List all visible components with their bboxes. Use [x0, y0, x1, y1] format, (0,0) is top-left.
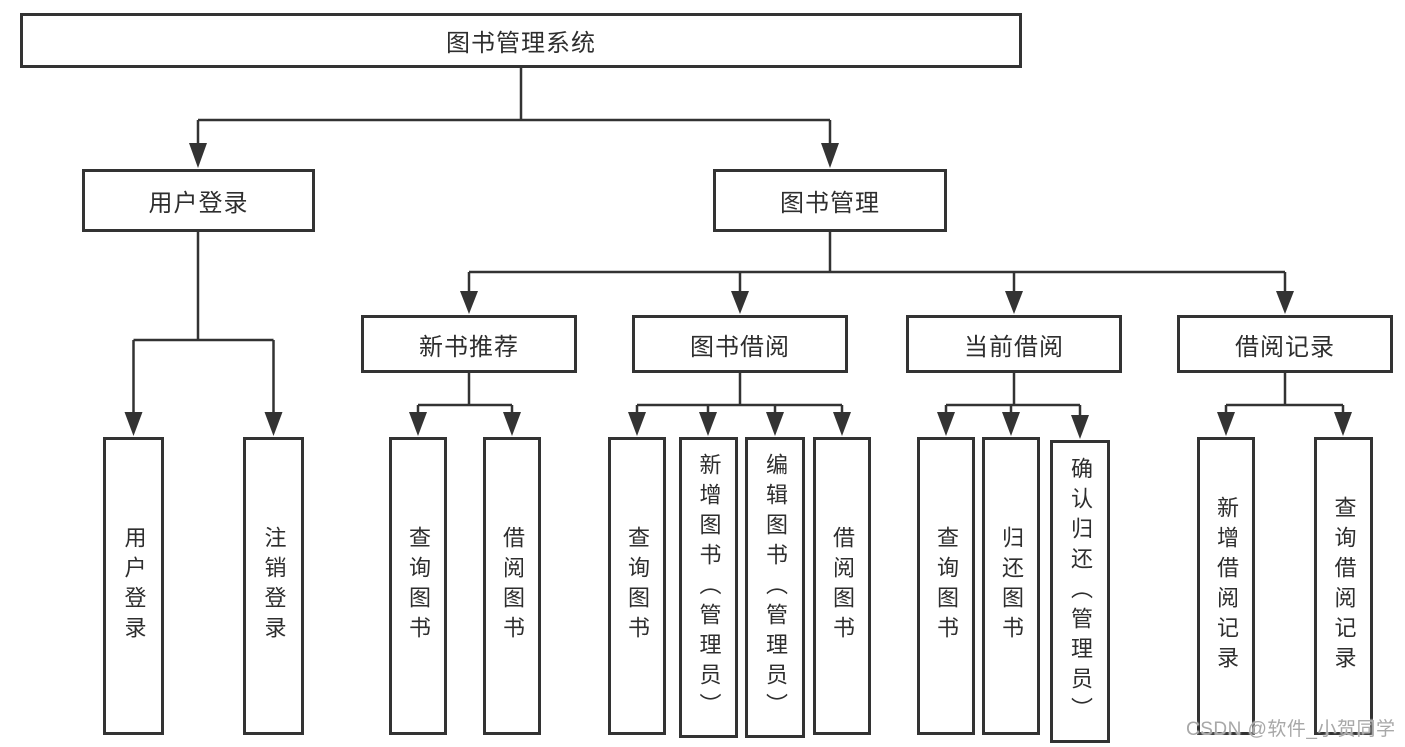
- leaf-br-add-record-label: 新增借阅记录: [1214, 496, 1239, 676]
- node-user-login: 用户登录: [82, 169, 315, 232]
- node-book-mgmt: 图书管理: [713, 169, 947, 232]
- leaf-logout-label: 注销登录: [261, 526, 287, 646]
- node-book-borrow-label: 图书借阅: [690, 333, 790, 361]
- leaf-user-login: 用户登录: [103, 437, 164, 735]
- node-book-mgmt-label: 图书管理: [780, 190, 880, 217]
- leaf-cb-query-books: 查询图书: [917, 437, 975, 735]
- leaf-rec-query-books-label: 查询图书: [406, 526, 431, 646]
- leaf-cb-return-books: 归还图书: [982, 437, 1040, 735]
- node-borrow-records-label: 借阅记录: [1235, 333, 1335, 361]
- leaf-bb-borrow-books: 借阅图书: [813, 437, 871, 735]
- leaf-bb-borrow-books-label: 借阅图书: [830, 526, 855, 646]
- leaf-br-add-record: 新增借阅记录: [1197, 437, 1255, 735]
- leaf-logout: 注销登录: [243, 437, 304, 735]
- leaf-rec-query-books: 查询图书: [389, 437, 447, 735]
- node-current-borrow-label: 当前借阅: [964, 333, 1064, 361]
- node-root: 图书管理系统: [20, 13, 1022, 68]
- leaf-br-query-record-label: 查询借阅记录: [1331, 496, 1357, 676]
- leaf-rec-borrow-books: 借阅图书: [483, 437, 541, 735]
- leaf-cb-return-books-label: 归还图书: [999, 526, 1024, 646]
- node-new-book-rec: 新书推荐: [361, 315, 577, 373]
- leaf-cb-confirm-return-label: 确认归还（管理员）: [1068, 456, 1093, 727]
- watermark: CSDN @软件_小贺同学: [1186, 719, 1396, 740]
- node-current-borrow: 当前借阅: [906, 315, 1122, 373]
- leaf-bb-add-books: 新增图书（管理员）: [679, 437, 738, 738]
- leaf-cb-confirm-return: 确认归还（管理员）: [1050, 440, 1110, 743]
- leaf-bb-query-books: 查询图书: [608, 437, 666, 735]
- node-new-book-rec-label: 新书推荐: [419, 333, 519, 361]
- node-borrow-records: 借阅记录: [1177, 315, 1393, 373]
- leaf-cb-query-books-label: 查询图书: [934, 526, 959, 646]
- leaf-bb-query-books-label: 查询图书: [625, 526, 650, 646]
- node-book-borrow: 图书借阅: [632, 315, 848, 373]
- leaf-rec-borrow-books-label: 借阅图书: [500, 526, 525, 646]
- leaf-bb-edit-books: 编辑图书（管理员）: [745, 437, 805, 738]
- leaf-bb-add-books-label: 新增图书（管理员）: [696, 452, 722, 723]
- node-root-label: 图书管理系统: [446, 30, 596, 57]
- leaf-bb-edit-books-label: 编辑图书（管理员）: [763, 452, 788, 723]
- leaf-user-login-label: 用户登录: [121, 526, 147, 646]
- node-user-login-label: 用户登录: [148, 190, 249, 217]
- leaf-br-query-record: 查询借阅记录: [1314, 437, 1373, 735]
